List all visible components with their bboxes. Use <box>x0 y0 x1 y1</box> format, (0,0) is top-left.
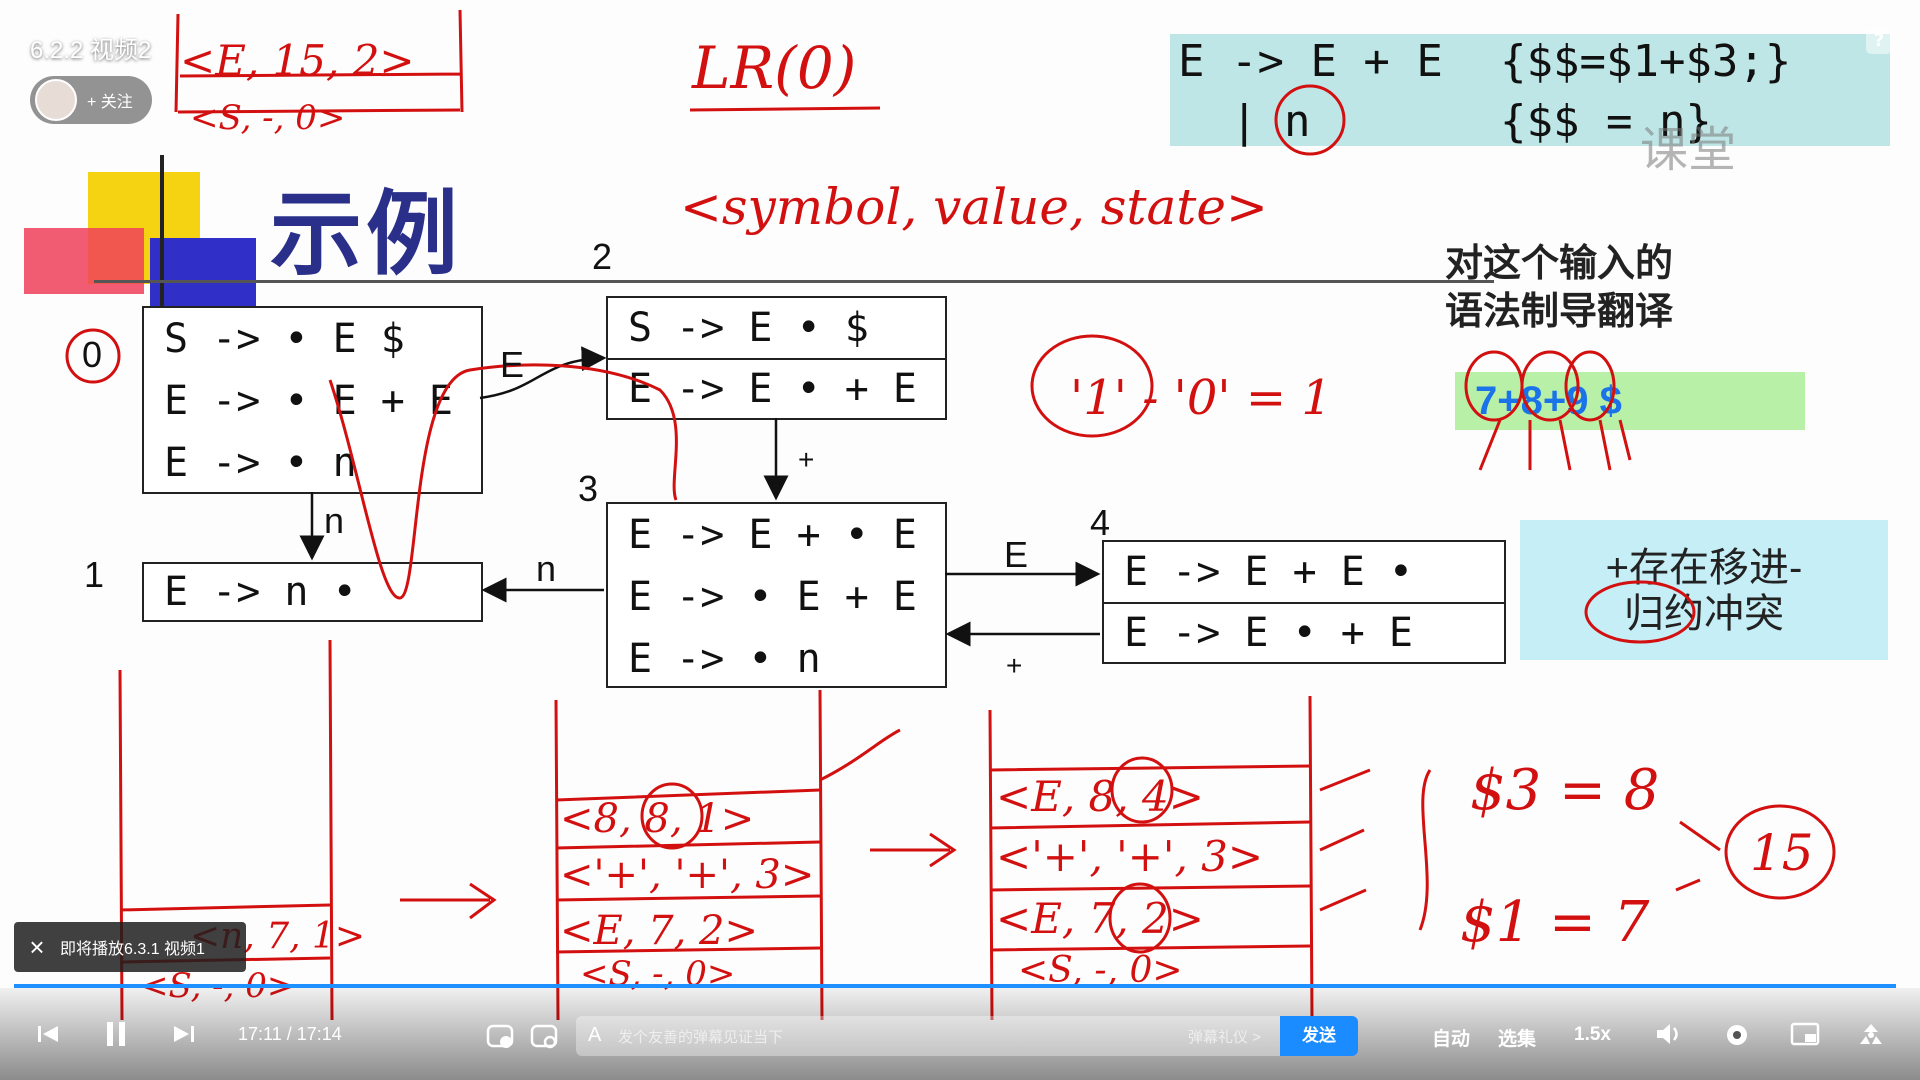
state-1-item: E -> n • <box>164 569 357 615</box>
ink-lr0: LR(0) <box>692 34 857 102</box>
conflict-note: +存在移进- 归约冲突 <box>1520 545 1888 637</box>
slide-deco-vline <box>160 155 164 315</box>
state-4-box: E -> E + E • E -> E • + E <box>1102 540 1506 664</box>
edge-0-2 <box>479 346 607 400</box>
ink-top-stack-1: <E, 15, 2> <box>180 36 415 85</box>
conflict-box <box>1520 520 1888 660</box>
settings-icon[interactable] <box>1722 1020 1752 1050</box>
state-2-label: 2 <box>592 236 613 277</box>
auto-quality-button[interactable]: 自动 <box>1432 1029 1471 1050</box>
duration: 17:14 <box>296 1024 342 1044</box>
danmu-input[interactable] <box>576 1016 1358 1056</box>
up-next-text: 即将播放6.3.1 视频1 <box>60 941 205 958</box>
state-3-item: E -> • E + E <box>628 574 917 620</box>
progress-bar[interactable] <box>14 984 1897 988</box>
conflict-line-2: 归约冲突 <box>1624 592 1784 636</box>
ink-top-stack-2: <S, -, 0> <box>190 98 346 138</box>
state-2-item: S -> E • $ <box>628 305 869 351</box>
note-line-1: 对这个输入的 <box>1445 243 1674 285</box>
state-0-label: 0 <box>82 334 103 375</box>
edge-label-0-2: E <box>500 344 525 385</box>
ink-result: 15 <box>1750 824 1814 882</box>
fullscreen-icon[interactable] <box>1856 1020 1886 1050</box>
up-next-toast[interactable]: × 即将播放6.3.1 视频1 <box>14 922 246 972</box>
edge-label-3-4: E <box>1004 534 1029 575</box>
send-button[interactable]: 发送 <box>1280 1016 1358 1056</box>
edge-label-0-1: n <box>324 500 345 541</box>
ink-stack3-row: <E, 7, 2> <box>996 894 1204 943</box>
close-icon[interactable]: × <box>29 931 45 962</box>
state-3-label: 3 <box>578 468 599 509</box>
state-1-label: 1 <box>84 554 105 595</box>
volume-icon[interactable] <box>1654 1020 1684 1048</box>
watermark-text: 课堂 <box>1640 124 1737 177</box>
current-time: 17:11 <box>238 1024 282 1044</box>
slide-divider <box>94 280 1494 283</box>
ink-mid-note: '1' - '0' = 1 <box>1070 370 1332 426</box>
ink-stack2-row: <'+', '+', 3> <box>560 852 815 898</box>
speed-button[interactable]: 1.5x <box>1574 1024 1611 1045</box>
state-3-item: E -> E + • E <box>628 512 917 558</box>
ink-strokes <box>65 9 1836 1021</box>
state-0-item: S -> • E $ <box>164 316 405 362</box>
player-controls <box>0 988 1920 1080</box>
edge-label-3-1: n <box>536 548 557 589</box>
avatar[interactable] <box>35 79 77 121</box>
state-3-item: E -> • n <box>628 636 821 682</box>
danmu-toggle-icon[interactable] <box>486 1022 514 1050</box>
grammar-rule-1: E -> E + E <box>1178 36 1443 87</box>
danmu-settings-icon[interactable] <box>530 1022 558 1050</box>
note-line-2: 语法制导翻译 <box>1445 291 1674 333</box>
pause-icon[interactable] <box>104 1020 128 1048</box>
grammar-action-1: {$$=$1+$3;} <box>1500 36 1792 87</box>
grammar-action-2: {$$ = n} <box>1500 96 1712 147</box>
video-title: 6.2.2 视频2 <box>30 37 152 64</box>
ink-stack2-row: <8, 8, 1> <box>560 796 755 842</box>
danmu-etiquette-link[interactable]: 弹幕礼仪 > <box>1188 1029 1261 1046</box>
slide-deco-red <box>24 228 144 294</box>
ink-stack3-row: <'+', '+', 3> <box>996 832 1264 881</box>
input-highlight <box>1455 372 1805 430</box>
state-4-label: 4 <box>1090 502 1111 543</box>
state-4-item: E -> E + E • <box>1124 549 1413 595</box>
time-display: 17:11 / 17:14 <box>238 1024 342 1045</box>
ink-stack2-row: <E, 7, 2> <box>560 908 758 954</box>
ink-eq-2: $1 = 7 <box>1460 890 1650 955</box>
danmu-placeholder: 发个友善的弹幕见证当下 <box>618 1029 784 1046</box>
state-3-box: E -> E + • E E -> • E + E E -> • n <box>606 502 947 688</box>
ink-eq-1: $3 = 8 <box>1470 758 1660 823</box>
follow-label: + 关注 <box>87 94 133 111</box>
edge-label-4-3: + <box>1006 650 1023 681</box>
help-icon[interactable]: ? <box>1866 28 1892 54</box>
time-separator: / <box>286 1024 292 1044</box>
ink-stack3-row: <E, 8, 4> <box>996 772 1204 821</box>
prev-icon[interactable] <box>36 1022 60 1046</box>
state-1-box: E -> n • <box>142 562 483 622</box>
edge-label-2-3: + <box>798 444 815 475</box>
slide-title: 示例 <box>270 184 463 286</box>
state-2-item: E -> E • + E <box>608 358 945 418</box>
text-style-icon[interactable]: A <box>588 1024 602 1046</box>
grammar-rule-2: | n <box>1178 96 1311 147</box>
ink-tuple: <symbol, value, state> <box>680 178 1268 236</box>
next-icon[interactable] <box>172 1022 196 1046</box>
follow-button[interactable]: + 关注 <box>30 76 152 124</box>
state-4-item: E -> E • + E <box>1104 602 1504 662</box>
grammar-box <box>1170 34 1890 146</box>
input-string: 7+8+9 $ <box>1475 379 1622 423</box>
episodes-button[interactable]: 选集 <box>1498 1029 1537 1050</box>
pip-icon[interactable] <box>1790 1022 1820 1048</box>
